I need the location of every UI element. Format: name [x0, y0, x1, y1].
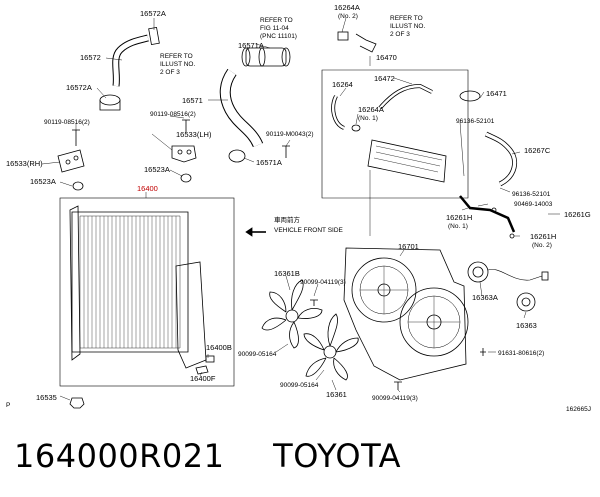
part-caption: 164000R021 TOYOTA	[14, 434, 594, 478]
reservoir-group-box	[321, 69, 469, 199]
hose-16264	[331, 95, 345, 130]
label-16261G[interactable]: 16261G	[564, 210, 591, 219]
label-16400F[interactable]: 16400F	[190, 374, 216, 383]
label-16400-highlighted[interactable]: 16400	[137, 184, 158, 193]
fan-16361	[303, 313, 359, 381]
label-90099-04119[interactable]: 90099-04119(3)	[372, 395, 418, 402]
label-16264[interactable]: 16264	[332, 80, 353, 89]
label-16363A[interactable]: 16363A	[472, 293, 498, 302]
cushion-16523A-mid	[180, 173, 192, 183]
bracket-16533-rh	[57, 149, 85, 173]
bolt-91631-80616	[480, 348, 486, 356]
label-16701[interactable]: 16701	[398, 242, 419, 251]
label-16264A-top[interactable]: 16264A	[334, 3, 360, 12]
hose-fitting-16264A-no2	[337, 31, 377, 53]
cushion-16523A-left	[72, 181, 84, 191]
label-16261H-no1-qualifier: (No. 1)	[448, 223, 468, 230]
upper-hose-16572	[99, 26, 160, 111]
radiator-16400	[59, 197, 235, 387]
refer-fig-line2: FIG 11-04	[260, 25, 289, 32]
refer-fig-line1: REFER TO	[260, 17, 293, 24]
label-16533-rh[interactable]: 16533(RH)	[6, 159, 43, 168]
bracket-16533-lh	[171, 145, 197, 163]
label-16533-lh[interactable]: 16533(LH)	[176, 130, 212, 139]
pipe-16261G	[459, 195, 516, 239]
label-96136-52101-b[interactable]: 96136-52101	[512, 191, 551, 198]
screw-90099-04119-top	[310, 299, 318, 306]
drain-cock-16400B	[205, 355, 215, 363]
label-91631-80616[interactable]: 91631-80616(2)	[498, 350, 544, 357]
refer-right-line1: REFER TO	[390, 15, 423, 22]
part-number: 164000R021	[14, 437, 225, 475]
label-90119-08516[interactable]: 90119-08516(2)	[150, 111, 196, 118]
label-16264A-top-qualifier: (No. 2)	[338, 13, 358, 20]
label-16261H-no2-qualifier: (No. 2)	[532, 242, 552, 249]
label-90469-14003[interactable]: 90469-14003	[514, 201, 553, 208]
bolt-90119-08516-left	[72, 129, 80, 146]
label-16572[interactable]: 16572	[80, 53, 101, 62]
vehicle-front-arrow-icon	[245, 227, 266, 237]
screw-90099-04119	[394, 381, 402, 390]
bolt-90119-08516	[182, 119, 190, 132]
label-16571[interactable]: 16571	[182, 96, 203, 105]
label-16361[interactable]: 16361	[326, 390, 347, 399]
label-90099-05164-b[interactable]: 90099-05164	[280, 382, 319, 389]
clamp-16264A-no1	[351, 124, 361, 132]
label-16535[interactable]: 16535	[36, 393, 57, 402]
fan-motor-16363	[516, 292, 536, 312]
label-96136-52101[interactable]: 96136-52101	[456, 118, 495, 125]
fan-shroud-16701	[343, 247, 469, 381]
drain-plug-16400F	[195, 365, 209, 375]
label-16267C[interactable]: 16267C	[524, 146, 551, 155]
radiator-parts-diagram: 16572A 16572 REFER TO FIG 11-04 (PNC 111…	[6, 3, 591, 413]
label-16400B[interactable]: 16400B	[206, 343, 232, 352]
label-16523A-left[interactable]: 16523A	[30, 177, 56, 186]
reservoir-cap-16471	[459, 90, 481, 102]
fan-motor-16363A	[467, 261, 549, 283]
label-16472[interactable]: 16472	[374, 74, 395, 83]
label-90119-08516-left[interactable]: 90119-08516(2)	[44, 119, 90, 126]
fan-16361B	[261, 279, 323, 349]
label-16264A-mid[interactable]: 16264A	[358, 105, 384, 114]
reservoir-hose-16472	[378, 83, 433, 110]
leader-lines	[41, 17, 560, 401]
label-16572A-mid[interactable]: 16572A	[66, 83, 92, 92]
label-16571A-bot[interactable]: 16571A	[256, 158, 282, 167]
hose-16267C	[484, 131, 518, 187]
label-90119-M0043[interactable]: 90119-M0043(2)	[266, 131, 314, 138]
label-16470[interactable]: 16470	[376, 53, 397, 62]
refer-left-line2: ILLUST NO.	[160, 61, 195, 68]
refer-fig-line3: (PNC 11101)	[260, 33, 297, 40]
vehicle-front-label: VEHICLE FRONT SIDE	[274, 227, 344, 234]
label-16572A-top[interactable]: 16572A	[140, 9, 166, 18]
cushion-16535	[69, 397, 85, 409]
bolt-90119-M0043	[282, 145, 290, 158]
radiator-hose-16571	[219, 68, 264, 163]
label-16523A-mid[interactable]: 16523A	[144, 165, 170, 174]
refer-left-line1: REFER TO	[160, 53, 193, 60]
label-16264A-mid-qualifier: (No. 1)	[358, 115, 378, 122]
label-16261H-no2[interactable]: 16261H	[530, 232, 556, 241]
refer-right-line2: ILLUST NO.	[390, 23, 425, 30]
corner-marker: P	[6, 402, 10, 409]
label-16361B[interactable]: 16361B	[274, 269, 300, 278]
reservoir-tank-16470	[367, 139, 447, 183]
diagram-code: 162665J	[566, 406, 591, 413]
label-90099-04119-3[interactable]: 90099-04119(3)	[300, 279, 346, 286]
refer-right-line3: 2 OF 3	[390, 31, 410, 38]
brand-name: TOYOTA	[273, 437, 402, 475]
label-90099-05164-a[interactable]: 90099-05164	[238, 351, 277, 358]
refer-left-line3: 2 OF 3	[160, 69, 180, 76]
vehicle-front-jp: 車両前方	[274, 215, 301, 224]
label-16261H-no1[interactable]: 16261H	[446, 213, 472, 222]
label-16571A-top[interactable]: 16571A	[238, 41, 264, 50]
water-outlet-16571A	[241, 47, 291, 67]
label-16471[interactable]: 16471	[486, 89, 507, 98]
label-16363[interactable]: 16363	[516, 321, 537, 330]
